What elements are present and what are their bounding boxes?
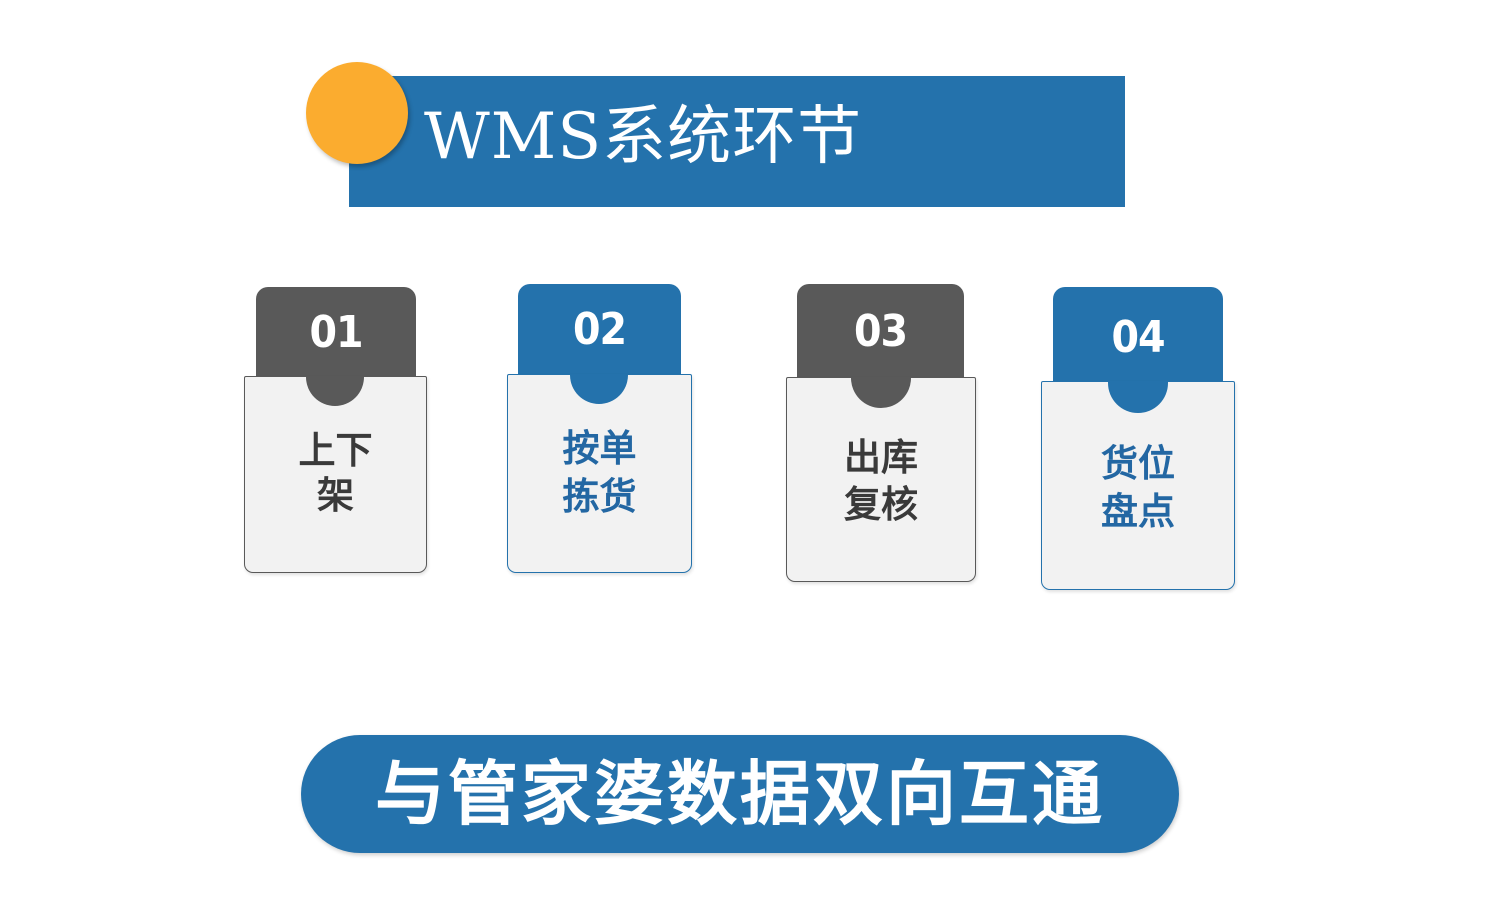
- step-number: 03: [853, 306, 908, 357]
- step-body: 按单 拣货: [507, 374, 692, 573]
- step-notch: [851, 378, 911, 408]
- step-label-line2: 拣货: [562, 475, 637, 518]
- step-card-03: 03 出库 复核: [786, 284, 977, 583]
- step-body: 上下 架: [244, 376, 427, 573]
- page-title: WMS系统环节: [424, 100, 863, 174]
- step-notch: [570, 375, 628, 404]
- step-number: 02: [572, 304, 627, 355]
- footer-banner: 与管家婆数据双向互通: [301, 735, 1179, 853]
- step-number: 04: [1111, 312, 1165, 363]
- step-label-line2: 架: [317, 474, 354, 517]
- step-label-line1: 出库: [844, 436, 918, 479]
- step-label-line1: 上下: [298, 429, 373, 472]
- step-tab: 01: [256, 287, 416, 379]
- step-tab: 03: [797, 284, 964, 380]
- step-label-line1: 货位: [1101, 442, 1175, 485]
- step-body: 货位 盘点: [1041, 381, 1235, 590]
- title-banner: [349, 76, 1125, 207]
- step-body: 出库 复核: [786, 377, 976, 582]
- step-label-line2: 盘点: [1101, 490, 1175, 533]
- step-label-line2: 复核: [844, 483, 918, 526]
- footer-text: 与管家婆数据双向互通: [375, 753, 1105, 835]
- step-card-01: 01 上下 架: [244, 287, 428, 574]
- step-notch: [306, 377, 364, 406]
- step-label-line1: 按单: [562, 427, 637, 470]
- orange-circle-decoration: [306, 62, 408, 164]
- step-notch: [1108, 382, 1168, 413]
- step-card-04: 04 货位 盘点: [1041, 287, 1236, 591]
- step-tab: 02: [518, 284, 681, 377]
- step-number: 01: [309, 307, 363, 358]
- step-tab: 04: [1053, 287, 1223, 385]
- step-card-02: 02 按单 拣货: [507, 284, 693, 574]
